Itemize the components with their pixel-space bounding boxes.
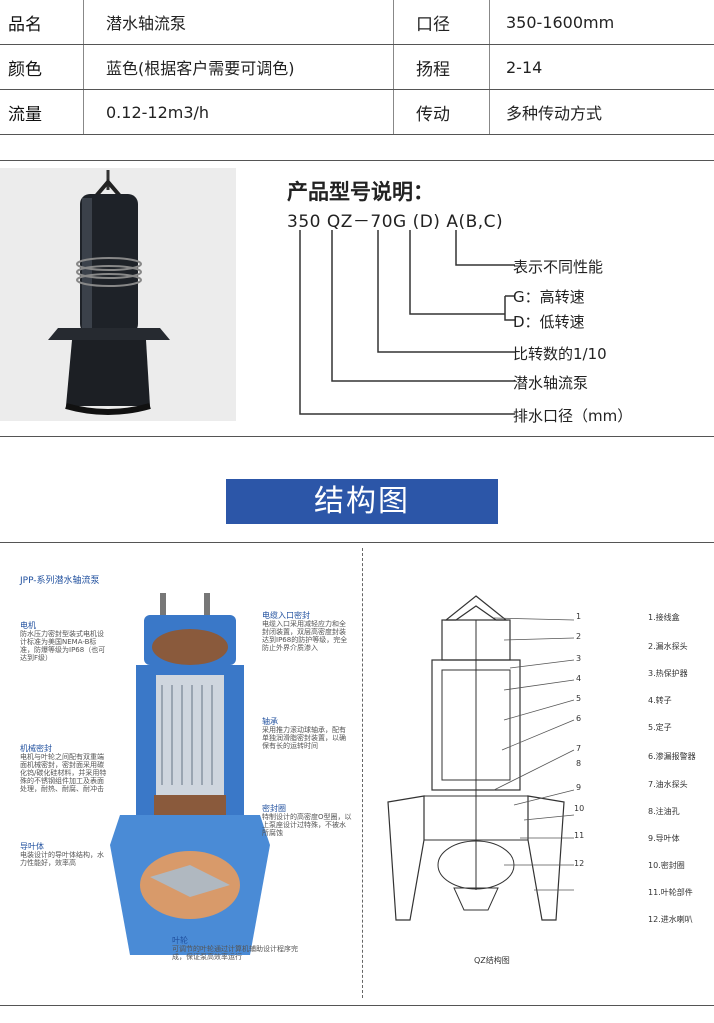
divider	[0, 160, 714, 161]
cutaway-pump-illustration	[110, 593, 270, 955]
spec-row: 流量 0.12-12m3/h 传动 多种传动方式	[0, 89, 714, 135]
note-seal: 机械密封电机与叶轮之间配有双重端面机械密封，密封面采用碳化钨/碳化硅材料，并采用…	[20, 744, 107, 794]
spec-key: 扬程	[393, 44, 490, 90]
spec-value: 多种传动方式	[489, 89, 714, 135]
part-number: 12	[574, 859, 585, 868]
spec-value: 潜水轴流泵	[83, 0, 394, 45]
spec-value: 蓝色(根据客户需要可调色)	[83, 44, 394, 90]
part-label: 8.注油孔	[648, 807, 680, 816]
product-photo	[0, 168, 236, 421]
model-label-perf: 表示不同性能	[513, 258, 604, 276]
model-label-ratio: 比转数的1/10	[513, 345, 607, 363]
model-title: 产品型号说明：	[287, 180, 434, 204]
part-label: 2.漏水探头	[648, 642, 688, 651]
panel-divider	[362, 548, 363, 998]
note-motor: 电机防水压力密封型装式电机设计标准为美国NEMA-B标准，防爆等级为IP68（也…	[20, 621, 106, 663]
spec-row: 品名 潜水轴流泵 口径 350-1600mm	[0, 0, 714, 45]
part-number: 7	[576, 744, 582, 753]
part-label: 12.进水喇叭	[648, 915, 693, 924]
note-guide: 导叶体电装设计的导叶体结构，水力性能好，效率高	[20, 842, 104, 868]
structure-panel	[0, 542, 714, 1006]
spec-key: 传动	[393, 89, 490, 135]
spec-table: 品名 潜水轴流泵 口径 350-1600mm 颜色 蓝色(根据客户需要可调色) …	[0, 0, 714, 135]
part-label: 3.热保护器	[648, 669, 688, 678]
left-diagram-title: JPP-系列潜水轴流泵	[20, 576, 100, 586]
spec-key: 品名	[0, 0, 84, 45]
model-label-d: D：低转速	[513, 313, 585, 331]
part-label: 4.转子	[648, 696, 672, 705]
part-label: 6.渗漏报警器	[648, 752, 696, 761]
line-drawing-illustration	[387, 595, 575, 921]
part-number: 3	[576, 654, 582, 663]
note-bearing: 轴承采用推力滚动球轴承，配有单独润滑脂密封装置，以确保有长的运转时间	[262, 717, 346, 751]
model-label-pump: 潜水轴流泵	[513, 374, 589, 392]
part-label: 10.密封圈	[648, 861, 685, 870]
part-label: 5.定子	[648, 723, 672, 732]
spec-key: 流量	[0, 89, 84, 135]
spec-value: 350-1600mm	[489, 0, 714, 45]
part-number: 9	[576, 783, 582, 792]
part-number: 5	[576, 694, 582, 703]
divider	[0, 436, 714, 437]
part-number: 2	[576, 632, 582, 641]
note-oring: 密封圈特制设计的高密度O型圈，以上泵座设计过特殊，不被水所腐蚀	[262, 804, 352, 838]
right-diagram-caption: QZ结构图	[474, 956, 510, 965]
part-number: 1	[576, 612, 582, 621]
spec-key: 颜色	[0, 44, 84, 90]
model-connectors	[299, 230, 515, 415]
part-number: 4	[576, 674, 582, 683]
model-label-g: G：高转速	[513, 288, 585, 306]
part-label: 1.接线盒	[648, 613, 680, 622]
spec-row: 颜色 蓝色(根据客户需要可调色) 扬程 2-14	[0, 44, 714, 90]
note-cable: 电缆入口密封电缆入口采用减轻应力和全封闭装置，双层高密度封装达到IP68的防护等…	[262, 611, 348, 653]
spec-value: 0.12-12m3/h	[83, 89, 394, 135]
part-label: 11.叶轮部件	[648, 888, 693, 897]
model-code: 350 QZ－70G (D) A(B,C)	[287, 212, 504, 232]
part-number: 10	[574, 804, 585, 813]
spec-value: 2-14	[489, 44, 714, 90]
note-impeller: 叶轮可调节的叶轮通过计算机辅助设计程序完成，保证泵高效率运行	[172, 936, 298, 962]
spec-key: 口径	[393, 0, 490, 45]
part-number: 11	[574, 831, 585, 840]
part-label: 9.导叶体	[648, 834, 680, 843]
part-number: 8	[576, 759, 582, 768]
part-number: 6	[576, 714, 582, 723]
part-label: 7.油水探头	[648, 780, 688, 789]
model-label-diameter: 排水口径（mm）	[513, 407, 633, 425]
section-banner: 结构图	[226, 479, 498, 524]
